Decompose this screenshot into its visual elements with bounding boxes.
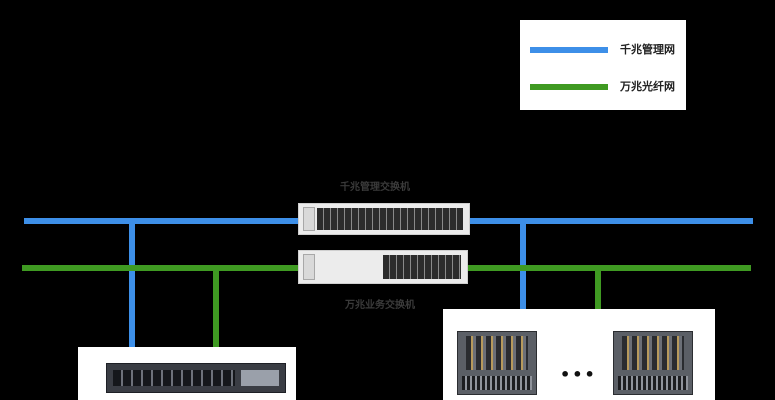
switch-console-port	[303, 207, 315, 231]
legend-label-management: 千兆管理网	[620, 43, 675, 56]
legend: 千兆管理网 万兆光纤网	[520, 20, 686, 110]
business-switch-label: 万兆业务交换机	[345, 300, 415, 311]
gpu-server-icon	[613, 331, 693, 395]
gpu-modules	[466, 336, 528, 370]
drive-bays	[113, 370, 235, 386]
storage-server-panel	[78, 347, 296, 400]
legend-item-fiber: 万兆光纤网	[530, 80, 680, 115]
legend-swatch-management	[530, 47, 608, 53]
management-switch-label: 千兆管理交换机	[340, 182, 410, 193]
front-panel	[241, 370, 279, 386]
front-vents	[462, 376, 532, 390]
switch-port-array	[317, 208, 463, 230]
legend-label-fiber: 万兆光纤网	[620, 80, 675, 93]
legend-item-management: 千兆管理网	[530, 43, 680, 78]
switch-console-port	[303, 254, 315, 280]
gpu-server-panel: •••	[443, 309, 715, 400]
gpu-server-icon	[457, 331, 537, 395]
front-vents	[618, 376, 688, 390]
storage-server-icon	[106, 363, 286, 393]
10g-switch-icon	[298, 250, 468, 284]
legend-swatch-fiber	[530, 84, 608, 90]
switch-port-array	[383, 255, 461, 279]
gpu-modules	[622, 336, 684, 370]
gigabit-switch-icon	[298, 203, 470, 235]
more-servers-ellipsis: •••	[560, 365, 597, 384]
